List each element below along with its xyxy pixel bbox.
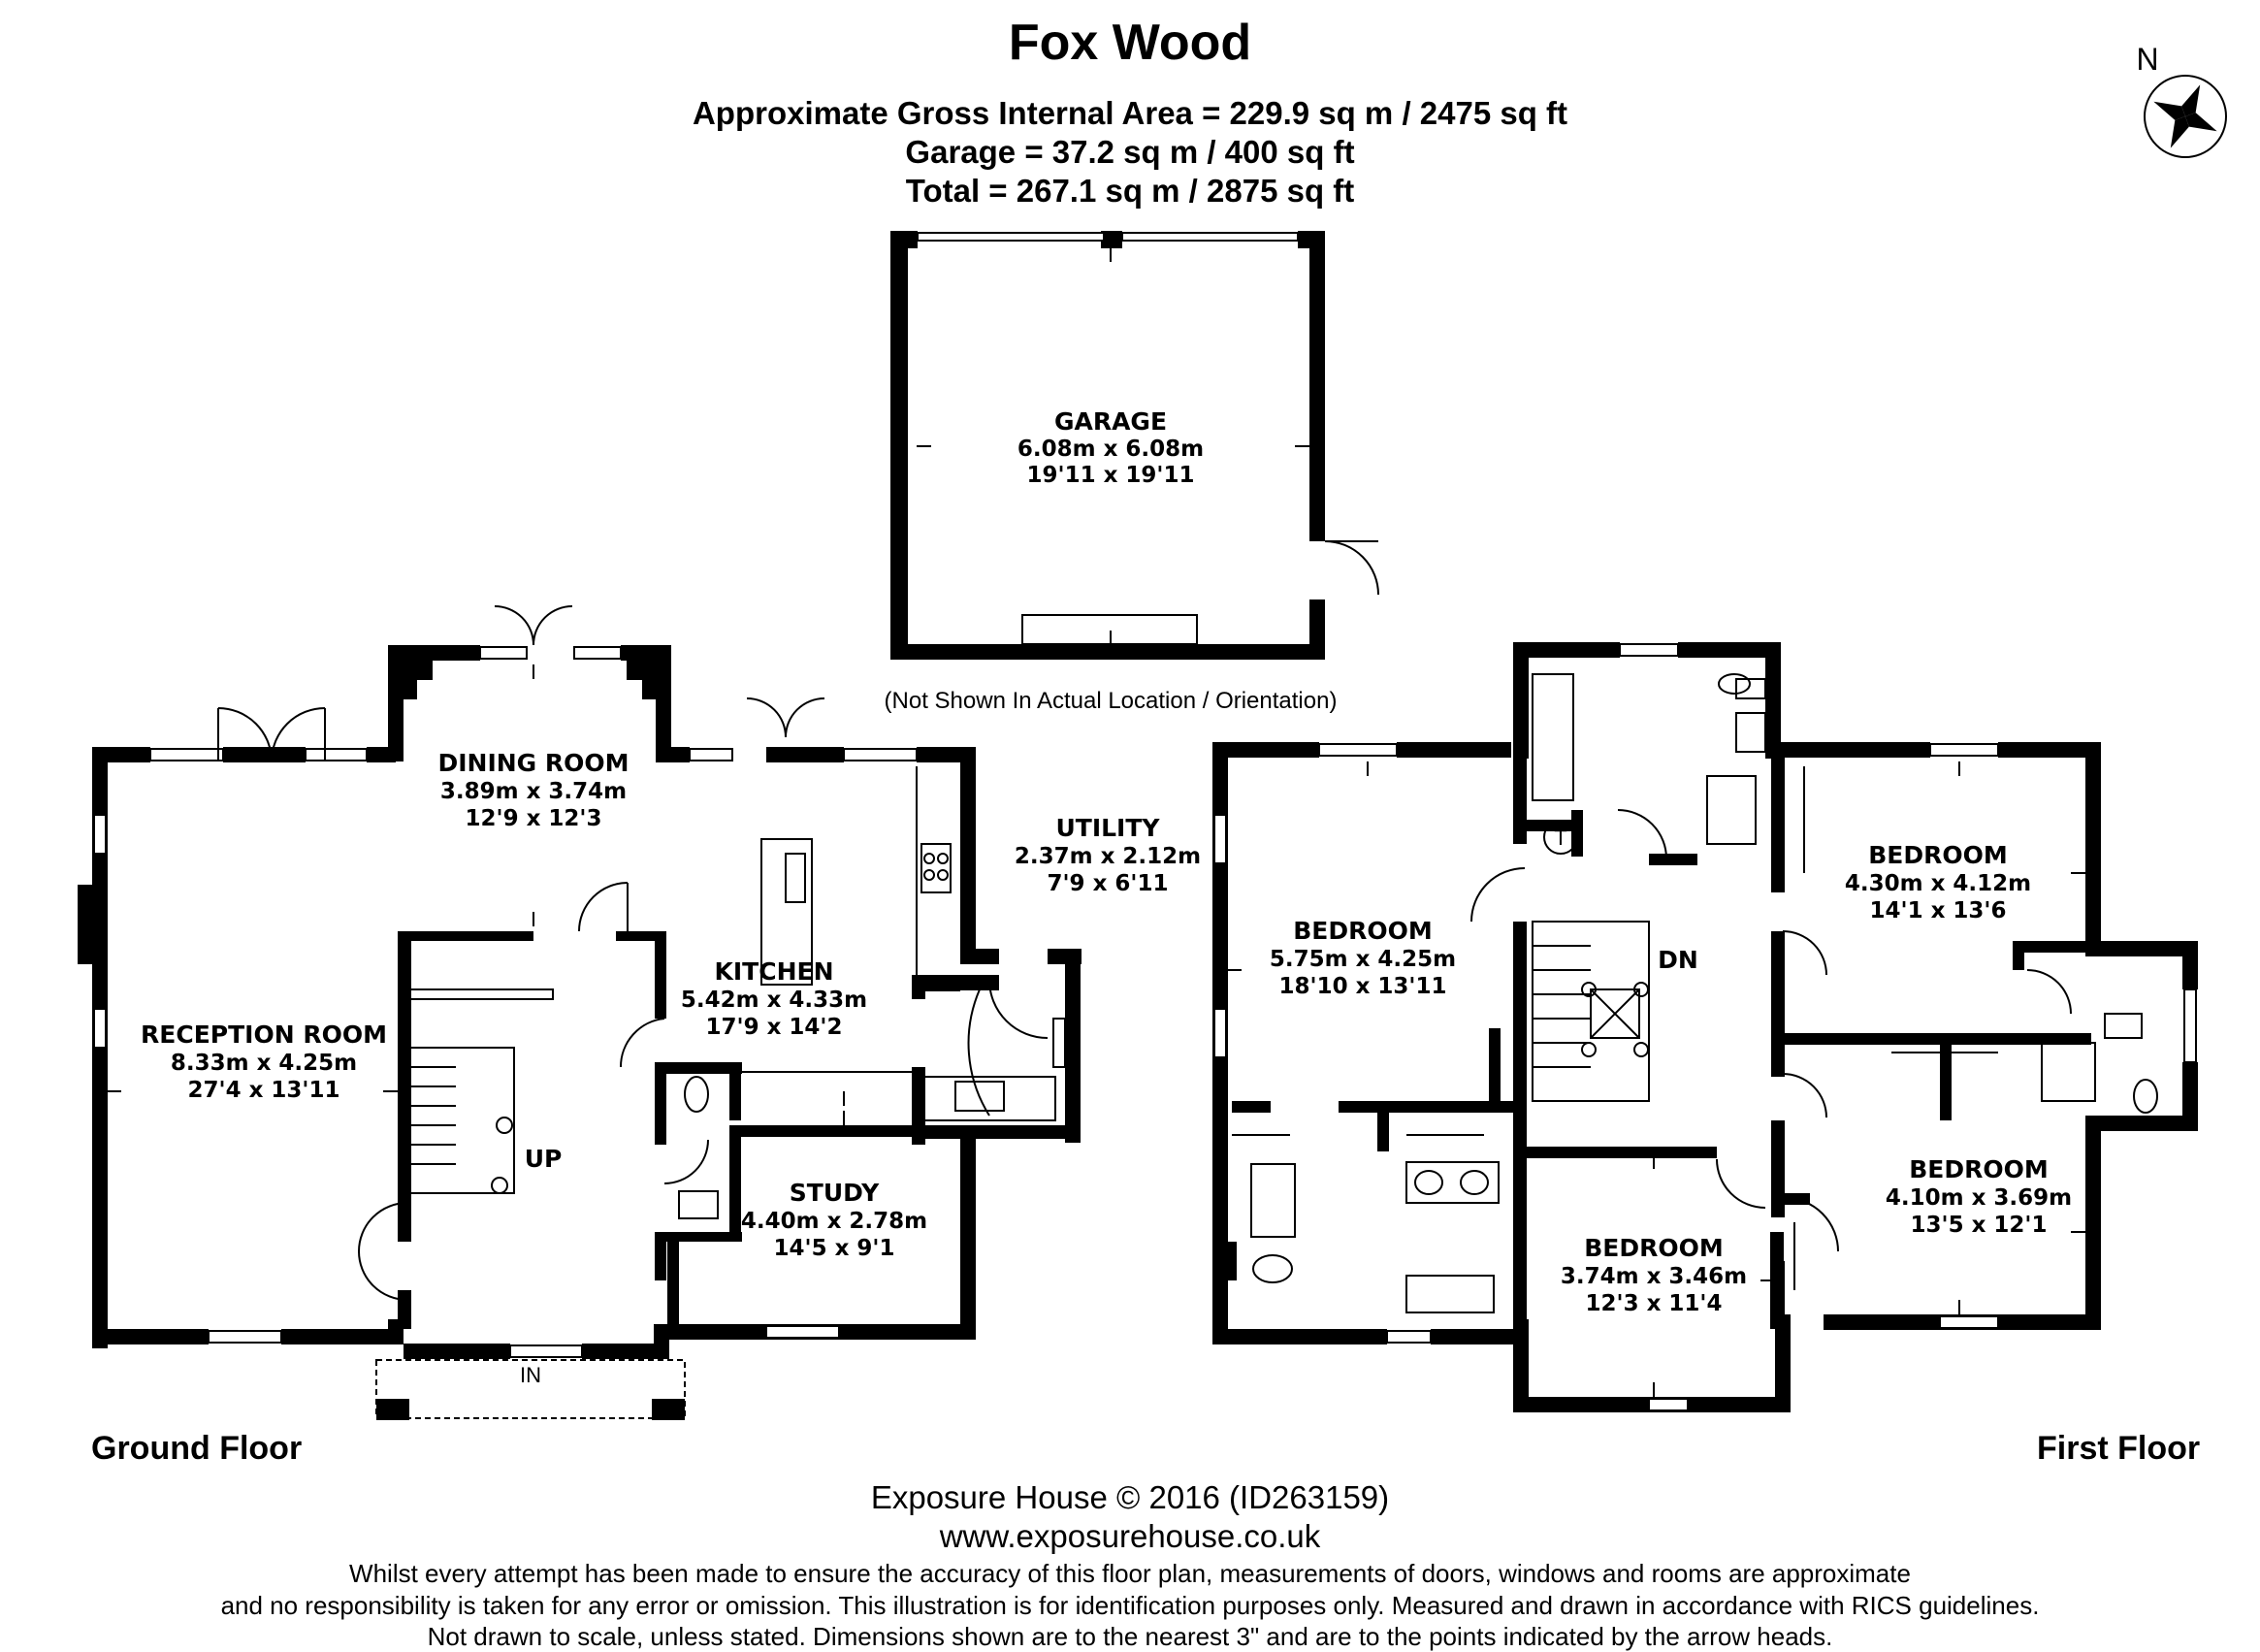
dining-name: DINING ROOM xyxy=(437,749,629,777)
doors xyxy=(217,540,2072,1301)
reception-metric: 8.33m x 4.25m xyxy=(171,1051,357,1076)
copyright-text: Exposure House © 2016 (ID263159) xyxy=(870,1479,1390,1515)
ground-floor-label: Ground Floor xyxy=(91,1430,303,1467)
room-labels: GARAGE 6.08m x 6.08m 19'11 x 19'11 DININ… xyxy=(141,42,2159,1387)
utility-metric: 2.37m x 2.12m xyxy=(1015,844,1201,869)
bedroom4-imperial: 13'5 x 12'1 xyxy=(1911,1213,2048,1238)
website-link[interactable]: www.exposurehouse.co.uk xyxy=(939,1518,1321,1554)
bedroom4-name: BEDROOM xyxy=(1909,1155,2049,1183)
down-stairs-label: DN xyxy=(1658,946,1698,974)
first-floor-label: First Floor xyxy=(2037,1430,2201,1467)
bedroom1-name: BEDROOM xyxy=(1293,917,1433,945)
bedroom3-imperial: 12'3 x 11'4 xyxy=(1586,1291,1723,1316)
entrance-label: IN xyxy=(520,1363,541,1387)
page-title: Fox Wood xyxy=(1008,15,1252,71)
garage-note: (Not Shown In Actual Location / Orientat… xyxy=(885,688,1338,714)
reception-imperial: 27'4 x 13'11 xyxy=(188,1078,340,1103)
bedroom3-name: BEDROOM xyxy=(1584,1234,1724,1262)
garage-imperial: 19'11 x 19'11 xyxy=(1027,463,1195,488)
bedroom2-metric: 4.30m x 4.12m xyxy=(1845,871,2031,896)
total-area-text: Total = 267.1 sq m / 2875 sq ft xyxy=(905,173,1355,209)
kitchen-metric: 5.42m x 4.33m xyxy=(681,988,867,1013)
study-name: STUDY xyxy=(790,1179,880,1207)
disclaimer-line-1: Whilst every attempt has been made to en… xyxy=(349,1559,1911,1588)
kitchen-name: KITCHEN xyxy=(715,957,834,986)
garage-walls xyxy=(890,231,1325,660)
garage-metric: 6.08m x 6.08m xyxy=(1017,437,1204,462)
utility-imperial: 7'9 x 6'11 xyxy=(1048,871,1169,896)
gross-area-text: Approximate Gross Internal Area = 229.9 … xyxy=(692,95,1568,131)
disclaimer-line-3: Not drawn to scale, unless stated. Dimen… xyxy=(427,1622,1833,1651)
up-stairs-label: UP xyxy=(525,1145,563,1173)
bedroom1-metric: 5.75m x 4.25m xyxy=(1270,947,1456,972)
first-floor-walls xyxy=(1212,642,2198,1412)
study-imperial: 14'5 x 9'1 xyxy=(774,1236,895,1261)
kitchen-imperial: 17'9 x 14'2 xyxy=(706,1015,843,1040)
bedroom1-imperial: 18'10 x 13'11 xyxy=(1279,974,1447,999)
bedroom3-metric: 3.74m x 3.46m xyxy=(1561,1264,1747,1289)
dining-imperial: 12'9 x 12'3 xyxy=(466,806,602,831)
reception-name: RECEPTION ROOM xyxy=(141,1020,387,1049)
bedroom2-name: BEDROOM xyxy=(1868,841,2008,869)
north-label: N xyxy=(2136,42,2158,77)
compass-rose-icon xyxy=(2144,75,2227,158)
disclaimer-line-2: and no responsibility is taken for any e… xyxy=(220,1591,2040,1620)
windows xyxy=(93,232,2197,1411)
dining-metric: 3.89m x 3.74m xyxy=(440,779,627,804)
bedroom2-imperial: 14'1 x 13'6 xyxy=(1870,898,2007,923)
fixtures xyxy=(375,673,2158,1419)
garage-area-text: Garage = 37.2 sq m / 400 sq ft xyxy=(905,134,1355,170)
utility-name: UTILITY xyxy=(1055,814,1160,842)
bedroom4-metric: 4.10m x 3.69m xyxy=(1886,1185,2072,1211)
study-metric: 4.40m x 2.78m xyxy=(741,1209,927,1234)
garage-name: GARAGE xyxy=(1054,407,1167,436)
dimension-arrows xyxy=(108,248,2085,1397)
tank-label: T xyxy=(1554,826,1566,850)
